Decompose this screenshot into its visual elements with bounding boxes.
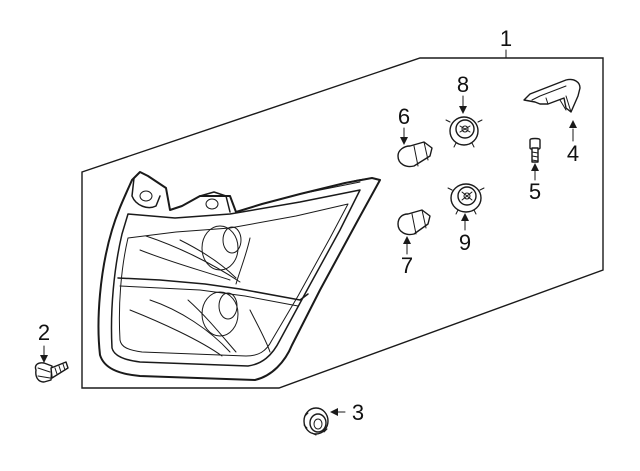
callout-2: 2 (38, 320, 50, 345)
part-6-bulb (397, 141, 433, 168)
assembly-panel (81, 57, 604, 389)
callout-6: 6 (398, 104, 410, 129)
callout-3: 3 (352, 400, 364, 425)
arrowhead-9 (461, 213, 469, 221)
callout-5: 5 (529, 179, 541, 204)
arrowhead-8 (459, 106, 467, 114)
arrowhead-2 (40, 355, 48, 363)
arrowhead-7 (403, 236, 411, 244)
part-7-bulb (397, 209, 431, 236)
part-9-socket (447, 183, 485, 215)
callout-9: 9 (459, 230, 471, 255)
part-4-cover (523, 78, 581, 113)
tail-lamp-assembly (97, 171, 381, 381)
callout-4: 4 (567, 141, 579, 166)
arrowhead-3 (330, 408, 338, 416)
arrowhead-4 (569, 120, 577, 128)
part-8-socket (445, 116, 483, 148)
part-3-push-nut (303, 407, 329, 436)
callout-7: 7 (401, 253, 413, 278)
callout-1: 1 (500, 26, 512, 51)
part-2-screw (34, 361, 69, 383)
part-5-bolt (529, 137, 541, 163)
callout-8: 8 (457, 72, 469, 97)
arrowhead-5 (531, 163, 539, 171)
arrowhead-6 (400, 137, 408, 145)
